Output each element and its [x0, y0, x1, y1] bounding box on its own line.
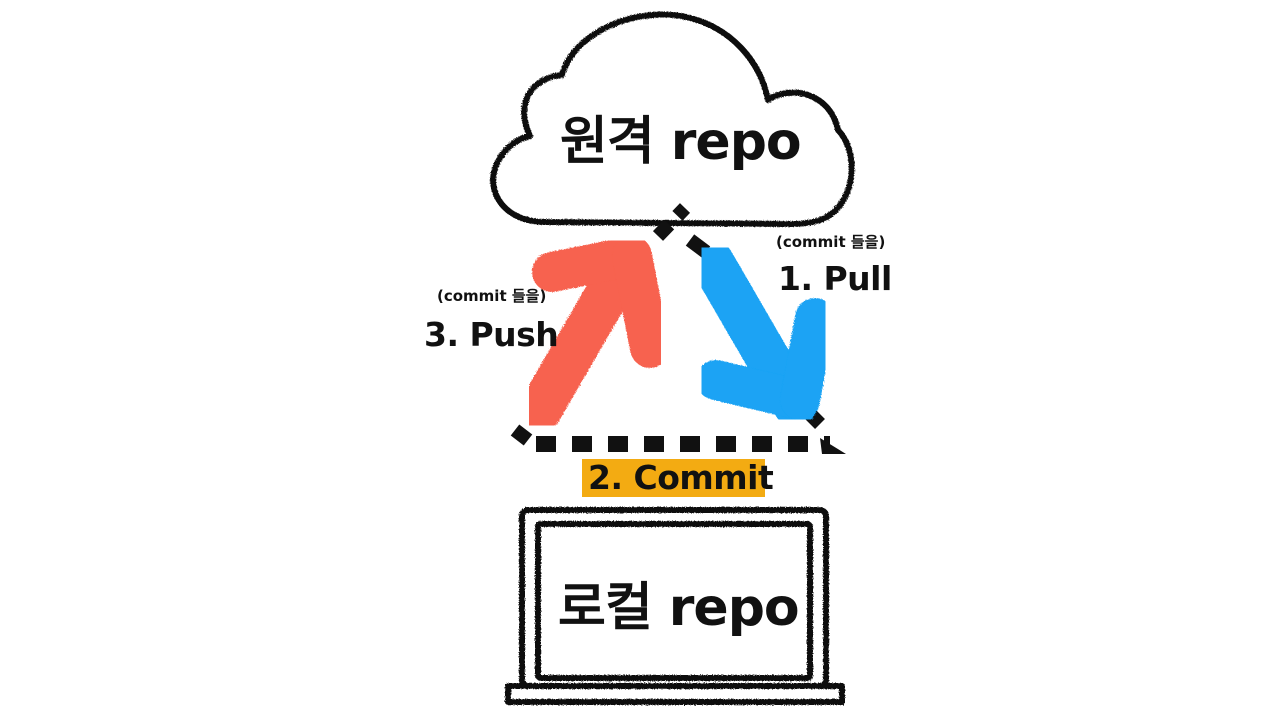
- laptop-icon: [505, 507, 845, 705]
- pull-label: 1. Pull: [778, 259, 892, 298]
- commit-highlight: [582, 459, 765, 497]
- push-note: (commit 들을): [437, 287, 547, 305]
- push-label: 3. Push: [424, 315, 559, 354]
- local-repo-label: 로컬 repo: [558, 578, 800, 638]
- cloud-icon: [490, 11, 855, 227]
- commit-label: 2. Commit: [588, 458, 774, 497]
- pull-note: (commit 들을): [776, 233, 886, 251]
- remote-repo-label: 원격 repo: [560, 112, 802, 172]
- push-arrow: [518, 236, 670, 432]
- pull-arrow: [690, 240, 835, 427]
